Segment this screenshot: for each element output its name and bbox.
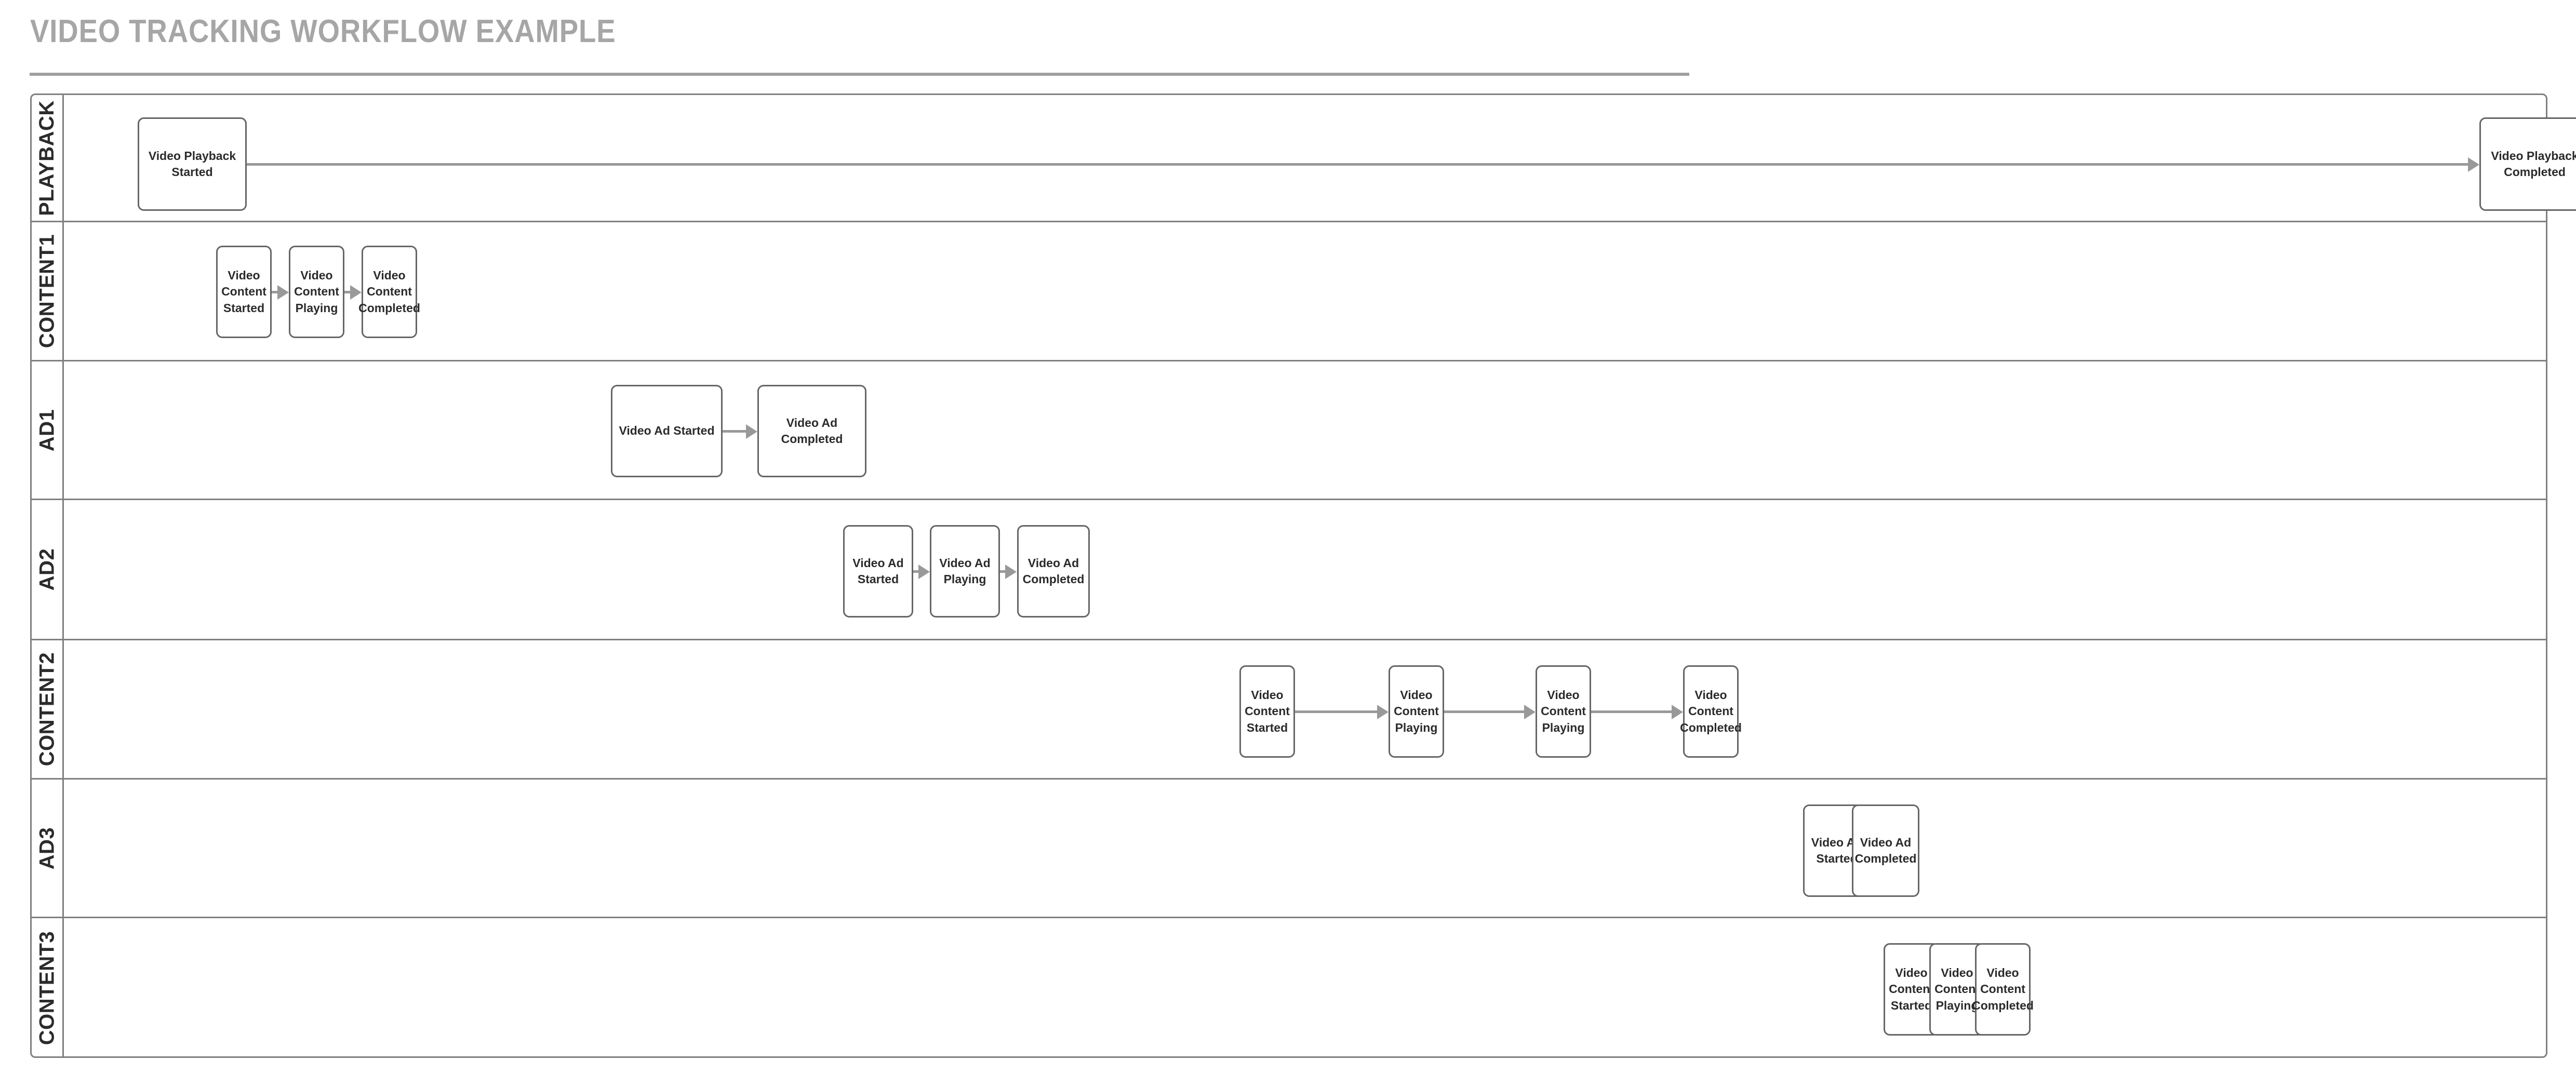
arrow-head-icon [918, 565, 930, 579]
lane-label-content2: CONTENT2 [35, 652, 59, 767]
node-c3-complete[interactable]: Video Content Completed [1972, 943, 2034, 1036]
arrow-head-icon [277, 285, 289, 300]
node-c1-start[interactable]: Video Content Started [216, 246, 272, 338]
connector-c1-playing-to-c1-complete [344, 291, 350, 293]
arrow-head-icon [1672, 705, 1683, 719]
page-title: VIDEO TRACKING WORKFLOW EXAMPLE [30, 14, 616, 49]
connector-c2-playing2-to-c2-complete [1591, 710, 1672, 713]
node-a2-start[interactable]: Video Ad Started [843, 525, 913, 618]
lane-header-ad1: AD1 [32, 361, 64, 499]
arrow-head-icon [746, 424, 757, 439]
lane-header-ad3: AD3 [32, 780, 64, 917]
swimlane-ad1: AD1 Video Ad Started Video Ad Completed [32, 361, 2546, 500]
arrow-head-icon [2468, 157, 2479, 172]
node-c2-playing2[interactable]: Video Content Playing [1536, 665, 1591, 758]
node-pb-start[interactable]: Video Playback Started [138, 117, 247, 211]
node-a1-start[interactable]: Video Ad Started [611, 385, 723, 477]
lane-body-ad1: Video Ad Started Video Ad Completed [64, 361, 2546, 499]
node-a3-complete[interactable]: Video Ad Completed [1852, 804, 1919, 897]
title-divider [30, 73, 1689, 76]
lane-header-content2: CONTENT2 [32, 640, 64, 778]
lane-header-content1: CONTENT1 [32, 222, 64, 360]
lane-body-content1: Video Content Started Video Content Playi… [64, 222, 2546, 360]
node-c1-playing[interactable]: Video Content Playing [289, 246, 344, 338]
node-a2-complete[interactable]: Video Ad Completed [1017, 525, 1090, 618]
connector-a2-start-to-a2-playing [913, 570, 918, 573]
node-c1-complete[interactable]: Video Content Completed [358, 246, 420, 338]
lane-label-content1: CONTENT1 [35, 234, 59, 348]
connector-a2-playing-to-a2-complete [1000, 570, 1005, 573]
lane-label-ad2: AD2 [35, 548, 58, 591]
node-a2-playing[interactable]: Video Ad Playing [930, 525, 1000, 618]
lane-label-ad3: AD3 [35, 827, 58, 869]
arrow-head-icon [350, 285, 362, 300]
connector-a1-start-to-a1-complete [723, 430, 746, 433]
lane-label-ad1: AD1 [35, 409, 58, 451]
lane-header-playback: PLAYBACK [32, 95, 64, 221]
lane-body-playback: Video Playback Started Video Playback Com… [64, 95, 2576, 221]
node-a1-complete[interactable]: Video Ad Completed [757, 385, 866, 477]
arrow-head-icon [1377, 705, 1389, 719]
connector-c2-start-to-c2-playing1 [1295, 710, 1377, 713]
lane-label-playback: PLAYBACK [35, 100, 58, 216]
lane-header-ad2: AD2 [32, 500, 64, 639]
node-c2-start[interactable]: Video Content Started [1239, 665, 1295, 758]
node-c2-complete[interactable]: Video Content Completed [1680, 665, 1742, 758]
connector-pb-start-to-pb-complete [247, 163, 2468, 166]
arrow-head-icon [1005, 565, 1017, 579]
node-c2-playing1[interactable]: Video Content Playing [1389, 665, 1444, 758]
lane-body-content2: Video Content Started Video Content Playi… [64, 640, 2546, 778]
connector-c1-start-to-c1-playing [272, 291, 277, 293]
lane-header-content3: CONTENT3 [32, 918, 64, 1058]
node-pb-complete[interactable]: Video Playback Completed [2479, 117, 2576, 211]
connector-c2-playing1-to-c2-playing2 [1444, 710, 1524, 713]
arrow-head-icon [1524, 705, 1536, 719]
lane-label-content3: CONTENT3 [35, 931, 59, 1045]
